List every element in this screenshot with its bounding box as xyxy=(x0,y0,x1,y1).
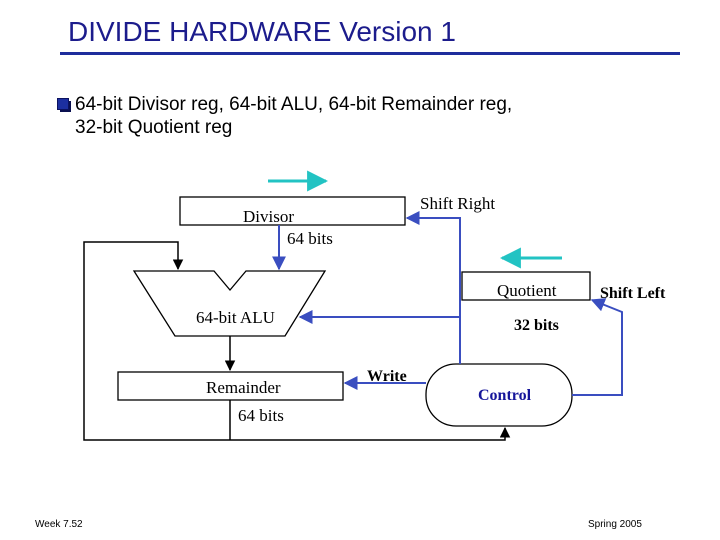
control-shift-right-wire xyxy=(405,211,461,364)
bullet-text-line1: 64-bit Divisor reg, 64-bit ALU, 64-bit R… xyxy=(75,94,513,115)
shift-left-label: Shift Left xyxy=(600,285,666,302)
footer-week: Week 7.52 xyxy=(35,519,83,530)
write-label: Write xyxy=(367,368,407,385)
alu-shape xyxy=(132,270,327,337)
divisor-size-label: 64 bits xyxy=(287,229,333,248)
page-title: DIVIDE HARDWARE Version 1 xyxy=(68,16,456,47)
remainder-size-label: 64 bits xyxy=(238,406,284,425)
quotient-size-label: 32 bits xyxy=(514,317,559,334)
alu-label: 64-bit ALU xyxy=(196,308,275,327)
remainder-to-control-wire xyxy=(230,426,511,441)
quotient-label: Quotient xyxy=(497,281,557,300)
footer-term: Spring 2005 xyxy=(588,519,642,530)
divisor-register xyxy=(179,196,406,226)
bullet-text-line2: 32-bit Quotient reg xyxy=(75,117,233,138)
divisor-label: Divisor xyxy=(243,207,294,226)
control-label: Control xyxy=(478,387,532,404)
control-shift-left-wire xyxy=(572,298,623,396)
remainder-register xyxy=(117,371,344,401)
bullet-square-icon xyxy=(57,98,71,112)
remainder-feedback-wire xyxy=(83,241,184,441)
quotient-register xyxy=(461,271,591,301)
title-underline xyxy=(60,52,680,55)
shift-right-label: Shift Right xyxy=(420,194,496,213)
remainder-label: Remainder xyxy=(206,378,281,397)
